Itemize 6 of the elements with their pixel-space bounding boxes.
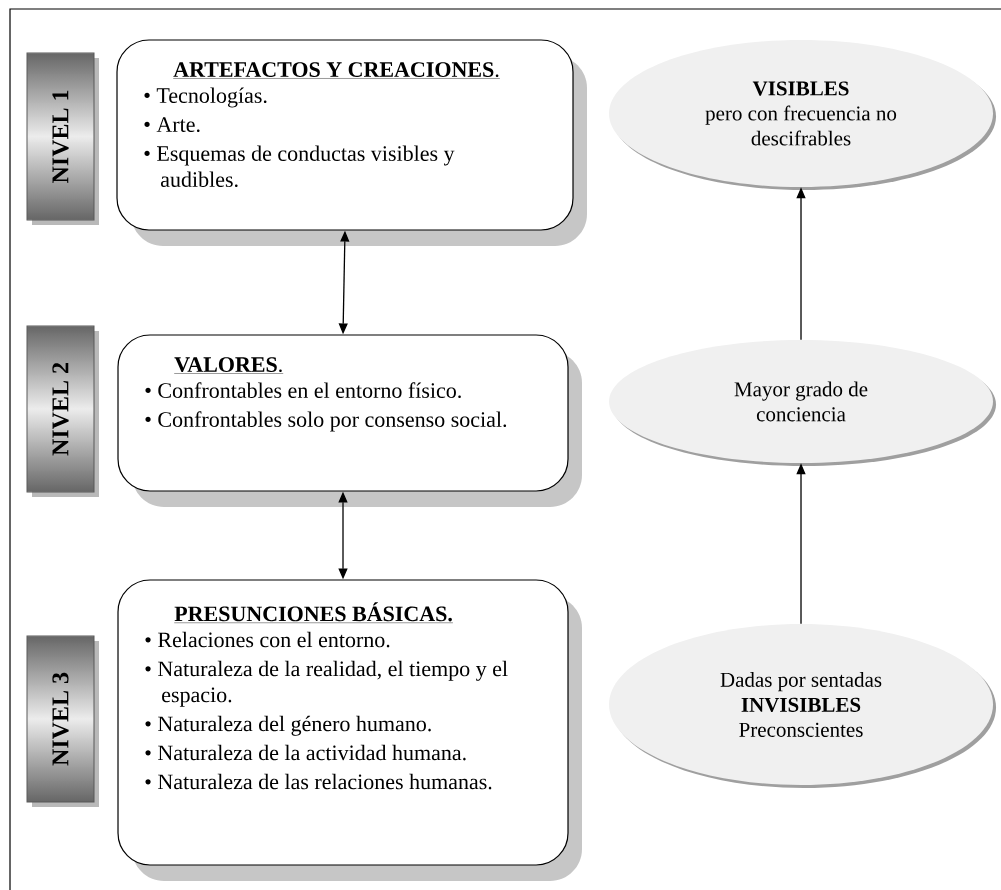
level-label: NIVEL 1 [26,52,99,225]
level-label: NIVEL 2 [26,325,99,497]
process-box: PRESUNCIONES BÁSICAS. • Relaciones con el entorno. • Naturaleza de la realidad, el tiempo y el espacio. • Naturaleza del género humano. • Naturaleza de la actividad humana. • Naturaleza de las relaciones humanas. [117,579,582,881]
level-label: NIVEL 3 [26,635,99,807]
process-box: ARTEFACTOS Y CREACIONES. • Tecnologías. • Arte. • Esquemas de conductas visibles y audibles. [116,39,587,246]
process-box: VALORES. • Confrontables en el entorno físico. • Confrontables solo por consenso social. [117,334,582,507]
